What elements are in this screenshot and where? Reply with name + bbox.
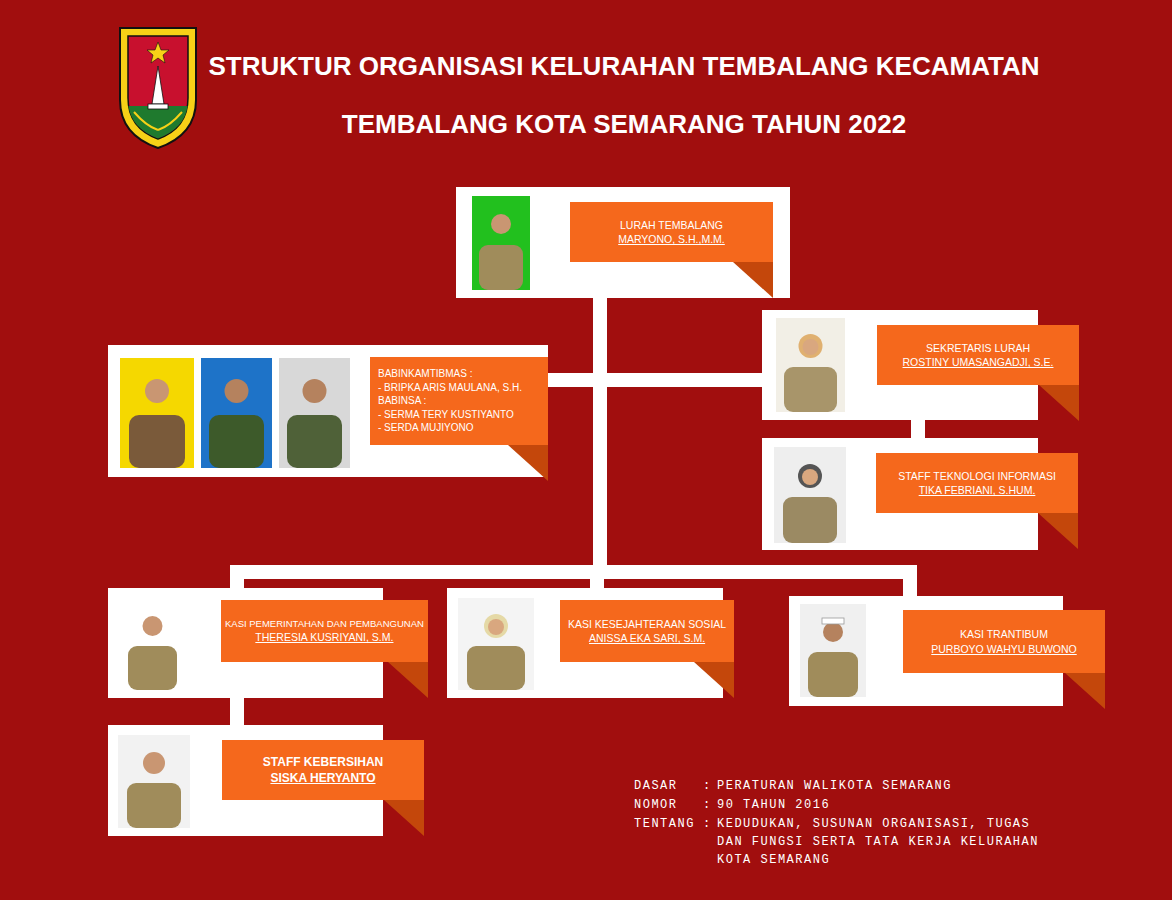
photo-card — [456, 187, 790, 298]
legal-basis-text: NOMOR — [634, 796, 678, 814]
emblem-shield — [120, 28, 196, 148]
legal-basis-text: PERATURAN WALIKOTA SEMARANG — [717, 777, 952, 795]
person-name: PURBOYO WAHYU BUWONO — [931, 642, 1076, 656]
position-title: KASI KESEJAHTERAAN SOSIAL — [568, 617, 726, 631]
person-body — [467, 646, 525, 690]
person-head — [143, 616, 163, 636]
person-head — [799, 334, 823, 358]
person-body — [287, 415, 342, 468]
legal-basis-text: KEDUDUKAN, SUSUNAN ORGANISASI, TUGAS DAN… — [717, 815, 1052, 869]
emblem-tugu — [152, 66, 164, 104]
photo-background — [120, 598, 185, 690]
person-head — [143, 752, 165, 774]
photo-background — [774, 447, 846, 543]
photo-background — [120, 358, 194, 468]
position-label-box: KASI PEMERINTAHAN DAN PEMBANGUNANTHERESI… — [221, 600, 428, 662]
person-body — [783, 497, 837, 543]
position-title: LURAH TEMBALANG — [620, 218, 723, 232]
position-label-box: KASI TRANTIBUMPURBOYO WAHYU BUWONO — [903, 610, 1105, 673]
photo-background — [279, 358, 350, 468]
legal-basis-text: : — [703, 796, 712, 814]
person-body — [127, 783, 181, 828]
person-face — [803, 339, 819, 355]
emblem-padi — [134, 112, 182, 130]
photo-background — [201, 358, 272, 468]
emblem-base — [129, 106, 188, 139]
person-body — [479, 245, 523, 290]
emblem-tugu-base — [148, 104, 168, 109]
person-head — [303, 379, 327, 403]
legal-basis-text: TENTANG — [634, 815, 695, 833]
photo-card — [108, 345, 548, 477]
position-label-box: SEKRETARIS LURAHROSTINY UMASANGADJI, S.E… — [877, 325, 1079, 385]
person-body — [209, 415, 264, 468]
legal-basis-text: : — [703, 815, 712, 833]
position-label-box: STAFF KEBERSIHANSISKA HERYANTO — [222, 740, 424, 800]
person-name: SISKA HERYANTO — [270, 770, 375, 786]
position-title: KASI TRANTIBUM — [960, 627, 1048, 641]
emblem-star — [147, 42, 169, 63]
org-connector — [237, 262, 600, 600]
page-title: STRUKTUR ORGANISASI KELURAHAN TEMBALANG … — [194, 37, 1054, 153]
person-head — [491, 214, 511, 234]
person-cap — [822, 618, 844, 624]
person-name: - SERMA TERY KUSTIYANTO — [378, 408, 514, 422]
position-label-box: KASI KESEJAHTERAAN SOSIALANISSA EKA SARI… — [560, 600, 734, 662]
person-name: - BRIPKA ARIS MAULANA, S.H. — [378, 381, 522, 395]
person-body — [128, 646, 177, 690]
person-head — [823, 622, 843, 642]
person-head — [484, 614, 508, 638]
photo-background — [800, 604, 866, 697]
photo-background — [776, 318, 845, 412]
person-head — [225, 379, 249, 403]
person-name: ROSTINY UMASANGADJI, S.E. — [903, 355, 1054, 369]
person-name: ANISSA EKA SARI, S.M. — [589, 631, 705, 645]
photo-background — [472, 196, 530, 290]
legal-basis-text: : — [703, 777, 712, 795]
photo-background — [458, 598, 534, 690]
person-name: - SERDA MUJIYONO — [378, 421, 474, 435]
person-body — [808, 652, 858, 697]
position-title: BABINKAMTIBMAS : — [378, 367, 472, 381]
position-label-box: LURAH TEMBALANGMARYONO, S.H.,M.M. — [570, 202, 773, 262]
position-title: KASI PEMERINTAHAN DAN PEMBANGUNAN — [225, 618, 424, 631]
person-head — [145, 379, 169, 403]
emblem-field — [128, 36, 188, 139]
legal-basis-text: DASAR — [634, 777, 678, 795]
person-head — [798, 464, 822, 488]
person-body — [129, 415, 185, 468]
photo-background — [118, 735, 190, 828]
person-body — [784, 367, 837, 412]
person-name: BABINSA : — [378, 394, 426, 408]
position-label-box: STAFF TEKNOLOGI INFORMASITIKA FEBRIANI, … — [876, 453, 1078, 513]
position-title: STAFF TEKNOLOGI INFORMASI — [898, 469, 1056, 483]
person-name: MARYONO, S.H.,M.M. — [618, 232, 725, 246]
person-name: TIKA FEBRIANI, S.HUM. — [919, 483, 1036, 497]
person-face — [802, 469, 818, 485]
position-title: STAFF KEBERSIHAN — [263, 754, 383, 770]
position-label-box: BABINKAMTIBMAS :- BRIPKA ARIS MAULANA, S… — [370, 357, 548, 445]
legal-basis-text: 90 TAHUN 2016 — [717, 796, 830, 814]
person-face — [488, 619, 504, 635]
person-name: THERESIA KUSRIYANI, S.M. — [255, 630, 393, 644]
position-title: SEKRETARIS LURAH — [926, 341, 1030, 355]
